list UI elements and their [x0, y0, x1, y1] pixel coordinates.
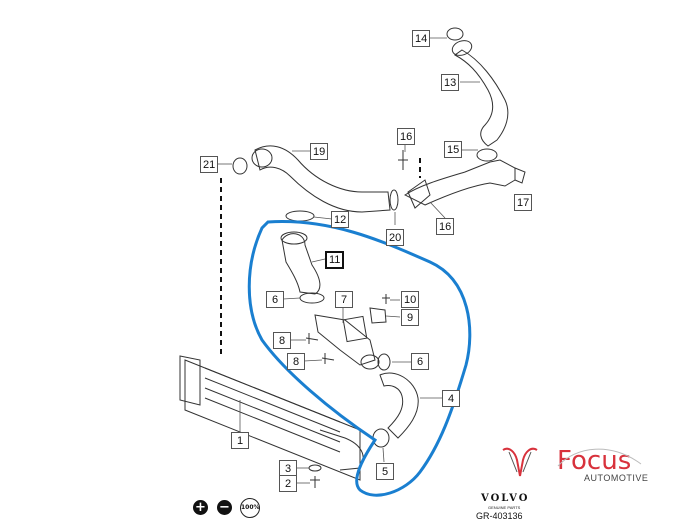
callout-16-pipe: 16 — [436, 218, 455, 235]
callout-6-lower: 6 — [411, 353, 429, 370]
hose-19 — [254, 145, 391, 213]
pipe-16 — [404, 159, 516, 206]
hose-13 — [454, 49, 509, 147]
zoom-reset-button[interactable]: 100% — [240, 498, 260, 518]
callout-14: 14 — [412, 30, 431, 47]
intercooler-1 — [179, 355, 364, 481]
callout-6-upper: 6 — [266, 291, 284, 308]
callout-7: 7 — [335, 291, 353, 308]
diagram-part-number: GR-403136 — [476, 511, 523, 521]
o-ring-5 — [372, 428, 390, 448]
callout-10: 10 — [401, 291, 420, 308]
throttle-body-7 — [314, 314, 376, 366]
o-ring-12 — [285, 210, 315, 222]
zoom-in-button[interactable]: + — [193, 500, 208, 515]
volvo-subtitle: GENUINE PARTS — [488, 505, 521, 510]
callout-17: 17 — [514, 194, 533, 211]
zoom-out-button[interactable]: − — [217, 500, 232, 515]
clamp-15 — [476, 148, 498, 162]
callout-8-upper: 8 — [273, 332, 291, 349]
callout-2: 2 — [279, 475, 297, 492]
callout-19: 19 — [310, 143, 329, 160]
callout-13: 13 — [441, 74, 460, 91]
callout-1: 1 — [231, 432, 249, 449]
callout-20: 20 — [386, 229, 405, 246]
clamp-14 — [451, 40, 473, 56]
callout-4: 4 — [442, 390, 460, 407]
car-outline-icon — [557, 448, 642, 467]
focus-brand-subtitle: AUTOMOTIVE — [584, 473, 649, 483]
hose-11 — [281, 233, 321, 295]
callout-15: 15 — [444, 141, 463, 158]
callout-9: 9 — [401, 309, 419, 326]
volvo-logo: VOLVO — [481, 493, 530, 504]
highlight-outline — [247, 220, 472, 497]
o-ring-6a — [299, 292, 325, 304]
callout-11: 11 — [325, 251, 345, 269]
callout-3: 3 — [279, 460, 297, 477]
callout-8-lower: 8 — [287, 353, 305, 370]
callout-21: 21 — [200, 156, 219, 173]
hose-4 — [379, 372, 419, 439]
focus-logo-emblem — [502, 447, 538, 477]
callout-5: 5 — [376, 463, 394, 480]
callout-12: 12 — [331, 211, 350, 228]
callout-16-bolt: 16 — [397, 128, 416, 145]
focus-brand-title: Focus — [557, 446, 632, 476]
